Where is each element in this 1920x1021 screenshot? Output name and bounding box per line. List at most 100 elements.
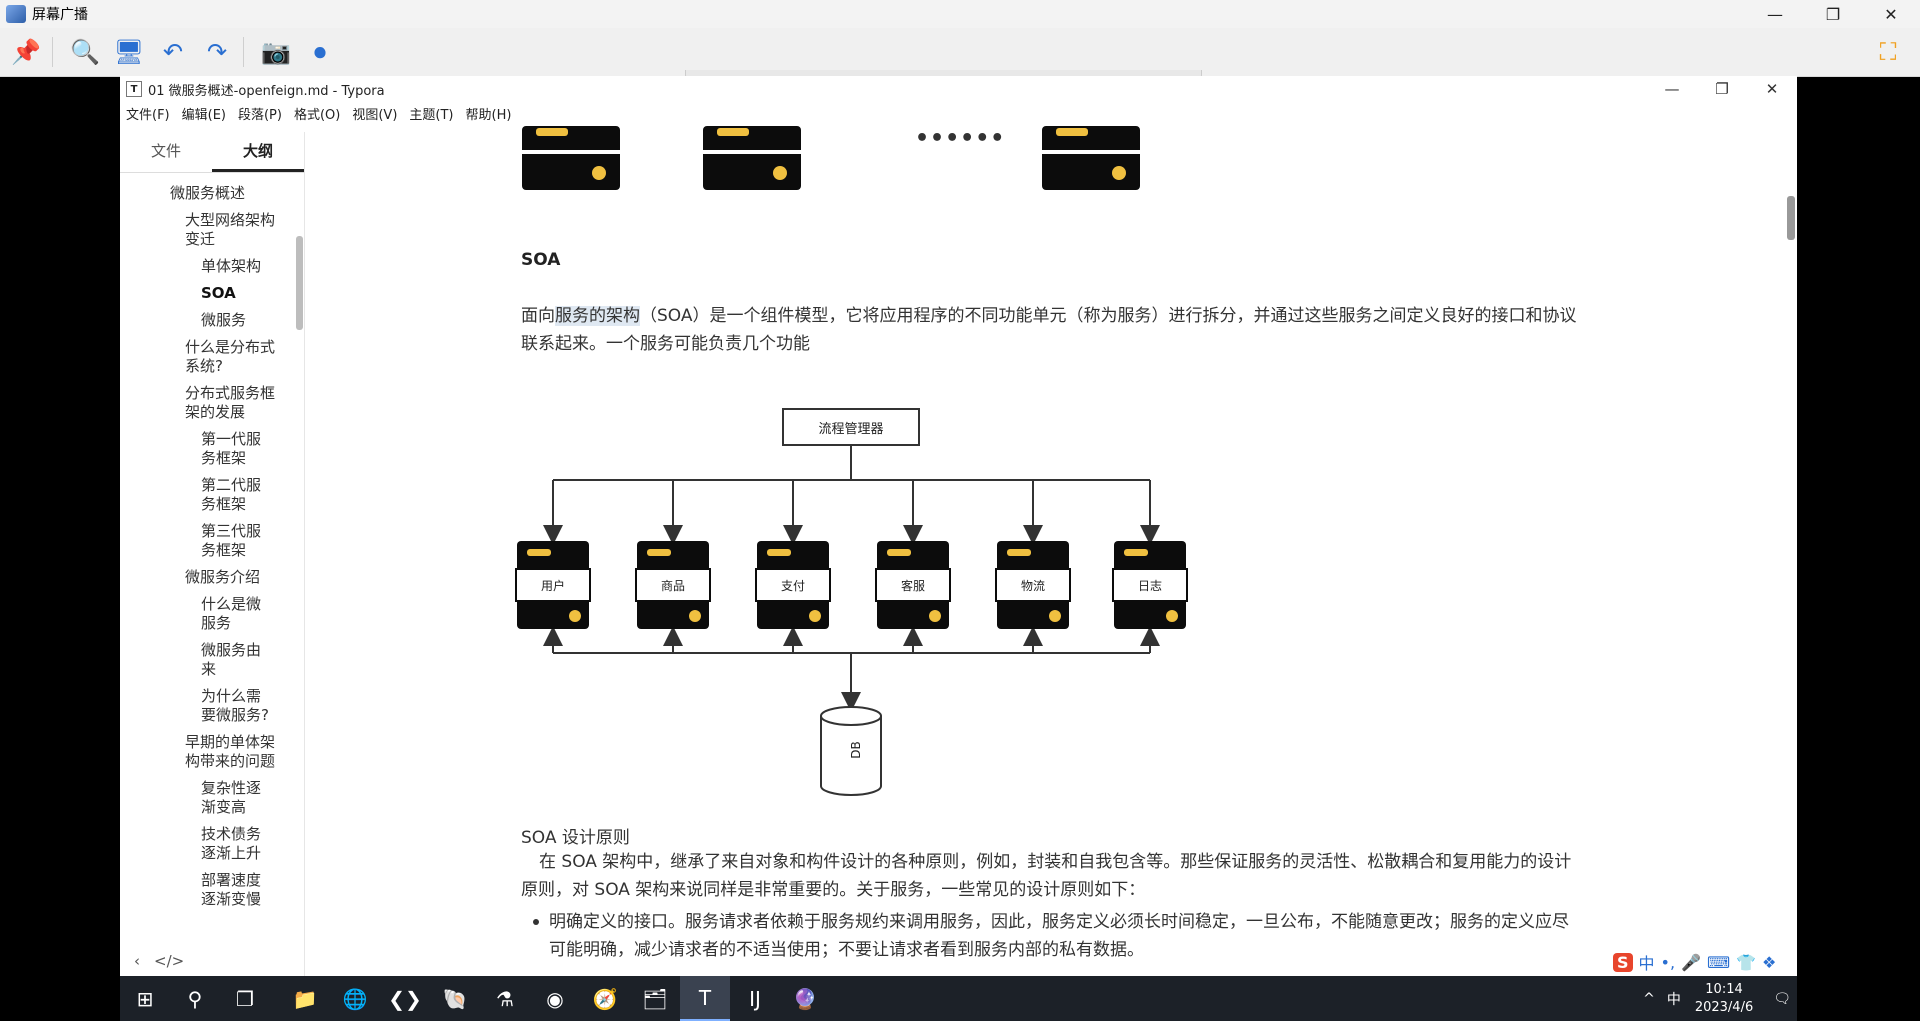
outline-item[interactable]: 大型网络架构变迁 — [185, 211, 276, 248]
outline-item[interactable]: SOA — [201, 284, 236, 302]
menu-format[interactable]: 格式(O) — [293, 107, 341, 123]
windows-icon: ⊞ — [136, 986, 154, 1011]
pin-button[interactable]: 📌 — [8, 34, 44, 70]
service-label: 支付 — [781, 579, 805, 593]
server-icon — [703, 126, 801, 190]
outline-item[interactable]: 部署速度逐渐变慢 — [201, 871, 262, 908]
taskbar-app-button[interactable]: 🌐 — [342, 986, 368, 1011]
minimize-button[interactable]: — — [1767, 4, 1783, 24]
outline-item[interactable]: 微服务概述 — [170, 184, 246, 202]
typora-window-title: 01 微服务概述-openfeign.md - Typora — [148, 83, 385, 99]
keyboard-icon[interactable]: ⌨ — [1707, 952, 1731, 972]
server-light — [1007, 549, 1031, 556]
outline-item[interactable]: 第三代服务框架 — [201, 522, 262, 559]
outline-item[interactable]: 单体架构 — [201, 257, 262, 275]
outline-item[interactable]: 分布式服务框架的发展 — [185, 384, 276, 421]
typora-restore-button[interactable]: ❐ — [1715, 80, 1729, 98]
skin-icon[interactable]: 👕 — [1736, 952, 1757, 972]
redo-button[interactable]: ↷ — [199, 34, 235, 70]
tools-icon[interactable]: ❖ — [1762, 952, 1777, 972]
outline-item[interactable]: 技术债务逐渐上升 — [201, 825, 262, 862]
menu-help[interactable]: 帮助(H) — [465, 107, 512, 123]
tab-outline[interactable]: 大纲 — [212, 132, 304, 172]
task-view-button[interactable]: ❐ — [220, 976, 270, 1021]
tray-ime-language[interactable]: 中 — [1666, 991, 1681, 1008]
redo-icon: ↷ — [206, 38, 228, 66]
service-label: 日志 — [1138, 579, 1162, 593]
typora-close-button[interactable]: ✕ — [1765, 80, 1779, 98]
taskbar-app-button[interactable]: T — [680, 976, 730, 1021]
typora-window: T 01 微服务概述-openfeign.md - Typora — ❐ ✕ 文… — [120, 76, 1797, 976]
zoom-button[interactable]: 🔍 — [67, 34, 103, 70]
outline-item[interactable]: 微服务由来 — [201, 641, 262, 678]
taskbar-app-button[interactable]: 🗂 — [642, 986, 668, 1011]
restore-button[interactable]: ❐ — [1825, 4, 1841, 24]
snapshot-button[interactable]: 📷 — [258, 34, 294, 70]
undo-icon: ↶ — [162, 38, 184, 66]
editor-scrollbar[interactable] — [1787, 196, 1795, 240]
menu-edit[interactable]: 编辑(E) — [181, 107, 226, 123]
tab-files[interactable]: 文件 — [150, 142, 181, 160]
start-button[interactable]: ⊞ — [120, 976, 170, 1021]
taskbar-app-button[interactable]: 🔮 — [792, 986, 818, 1011]
outline-item[interactable]: 什么是微服务 — [201, 595, 262, 632]
taskbar-app-button[interactable]: IJ — [749, 986, 761, 1011]
ime-toolbar: S 中 •, 🎤 ⌨ 👕 ❖ — [1607, 948, 1797, 976]
fullscreen-button[interactable]: ⛶ — [1870, 34, 1906, 70]
outline-item[interactable]: 早期的单体架构带来的问题 — [185, 733, 276, 770]
server-light — [809, 610, 821, 622]
outline-list: 微服务概述大型网络架构变迁单体架构 SOA 微服务什么是分布式系统? 分布式服务框架的… — [120, 180, 295, 913]
ellipsis-dots: •••••• — [915, 126, 1006, 151]
service-label-box — [995, 568, 1071, 602]
menu-file[interactable]: 文件(F) — [126, 107, 170, 123]
server-icon — [522, 126, 620, 190]
service-label: 商品 — [661, 578, 685, 593]
menu-view[interactable]: 视图(V) — [352, 107, 398, 123]
taskbar-app-button[interactable]: 🧭 — [592, 986, 618, 1011]
db-cylinder-top — [820, 706, 882, 726]
clock-date: 2023/4/6 — [1694, 999, 1754, 1015]
taskbar-app-button[interactable]: ⚗ — [496, 986, 514, 1011]
monitor-button[interactable]: 🖥 — [111, 34, 147, 70]
punctuation-icon[interactable]: •, — [1660, 952, 1676, 972]
menu-paragraph[interactable]: 段落(P) — [237, 107, 282, 123]
search-button[interactable]: ⚲ — [170, 976, 220, 1021]
outline-item[interactable]: 微服务介绍 — [185, 568, 261, 586]
menu-theme[interactable]: 主题(T) — [409, 107, 454, 123]
server-light — [929, 610, 941, 622]
outer-window-title: 屏幕广播 — [32, 7, 88, 23]
typora-minimize-button[interactable]: — — [1664, 80, 1680, 98]
close-button[interactable]: ✕ — [1884, 4, 1898, 24]
sidebar-scrollbar[interactable] — [296, 236, 303, 330]
undo-button[interactable]: ↶ — [155, 34, 191, 70]
taskbar-app-button[interactable]: 🐚 — [442, 986, 468, 1011]
taskbar-app-button[interactable]: ❮❯ — [388, 986, 422, 1011]
outline-item[interactable]: 什么是分布式系统? — [185, 338, 276, 375]
expand-icon: ⛶ — [1879, 38, 1897, 66]
document-editor[interactable]: •••••• SOA 面向服务的架构（SOA）是一个组件模型，它将应用程序的不同… — [305, 126, 1797, 976]
outline-item[interactable]: 第二代服务框架 — [201, 476, 262, 513]
microphone-icon[interactable]: 🎤 — [1681, 952, 1701, 972]
sidebar-tabs: 文件 大纲 — [120, 132, 304, 173]
outline-item[interactable]: 第一代服务框架 — [201, 430, 262, 467]
notifications-icon[interactable]: 🗨 — [1773, 990, 1791, 1007]
record-icon: ⏺ — [314, 38, 326, 66]
server-light — [689, 610, 701, 622]
outline-item[interactable]: 复杂性逐渐变高 — [201, 779, 262, 816]
record-button[interactable]: ⏺ — [302, 34, 338, 70]
outline-item[interactable]: 为什么需要微服务? — [201, 687, 269, 724]
taskbar-app-button[interactable]: 📁 — [292, 986, 318, 1011]
sogou-logo-icon[interactable]: S — [1613, 952, 1633, 972]
typora-title-bar: T 01 微服务概述-openfeign.md - Typora — ❐ ✕ — [120, 76, 1797, 102]
ime-language-toggle[interactable]: 中 — [1638, 954, 1655, 973]
back-icon[interactable]: ‹ — [134, 952, 140, 970]
source-code-icon[interactable]: </> — [154, 952, 185, 970]
taskbar: ⊞ ⚲ ❐ 📁 🌐 ❮❯ 🐚 ⚗ ◉ 🧭 🗂 T IJ 🔮 ^ 中 10:14 2023/4/6 🗨 — [120, 976, 1797, 1021]
tray-chevron-icon[interactable]: ^ — [1643, 990, 1655, 1007]
service-label-box — [755, 568, 831, 602]
clock[interactable]: 10:14 2023/4/6 — [1695, 981, 1753, 1017]
taskbar-app-button[interactable]: ◉ — [546, 986, 564, 1011]
db-cylinder — [820, 716, 882, 796]
outline-item[interactable]: 微服务 — [201, 311, 247, 329]
search-icon: ⚲ — [187, 986, 203, 1011]
